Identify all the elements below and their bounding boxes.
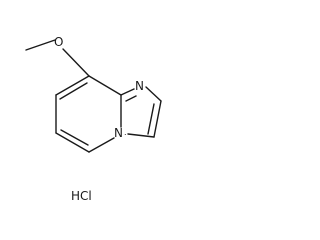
bond-c8-c7 xyxy=(55,75,90,96)
bond-c6-c5 xyxy=(55,132,90,153)
bond-c6-c5-double xyxy=(60,129,89,146)
bond-c8a-n1-double xyxy=(125,95,137,102)
bond-c3-n4 xyxy=(127,133,155,138)
bond-oxygen-c8 xyxy=(62,48,90,77)
oxygen-label: O xyxy=(54,35,63,49)
bond-n1-c2 xyxy=(145,86,162,102)
salt-label: HCl xyxy=(71,189,92,203)
bond-c5-n4 xyxy=(88,137,115,153)
bridgehead-charge-dot: · xyxy=(124,131,127,140)
bond-c2-c3 xyxy=(153,100,162,138)
chemical-structure: O N N · HCl xyxy=(25,35,162,203)
bond-c8-c7-double xyxy=(59,82,88,100)
bond-c8a-n1 xyxy=(120,88,135,96)
bond-c2-c3-double xyxy=(147,103,155,135)
bridgehead-nitrogen-label: N xyxy=(114,126,123,140)
bond-c8a-c8 xyxy=(88,75,122,96)
bond-methyl-oxygen xyxy=(25,39,56,51)
imidazole-nitrogen-label: N xyxy=(135,79,144,93)
